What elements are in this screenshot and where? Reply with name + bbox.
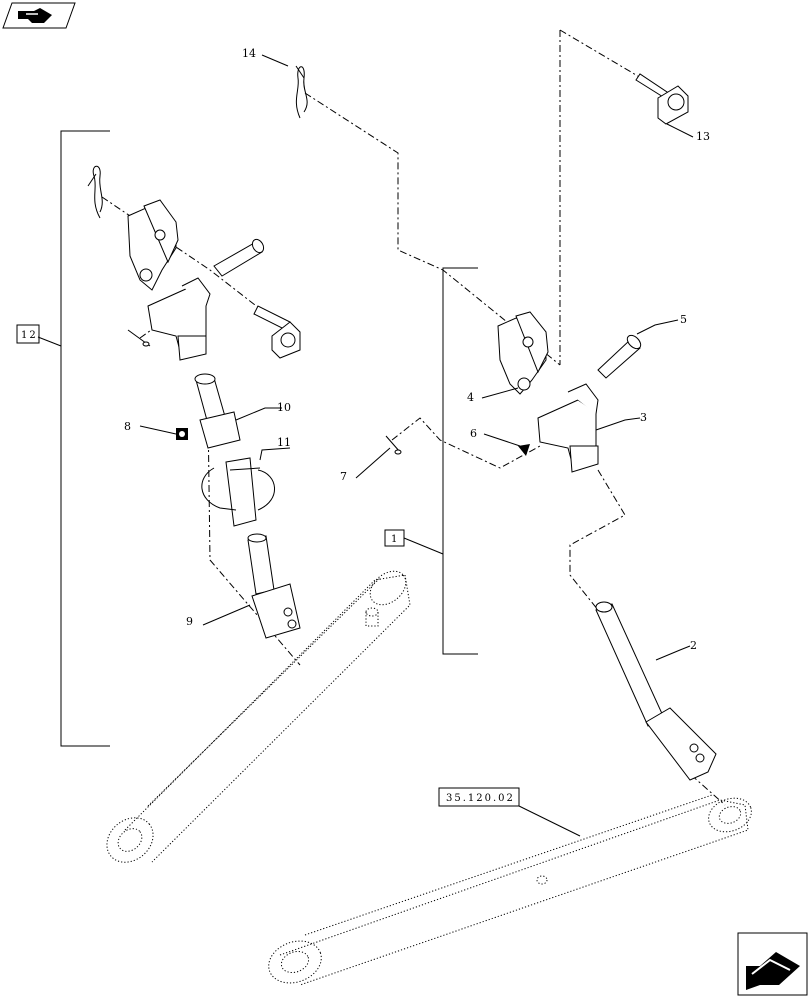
r-clip-left (87, 165, 103, 219)
lower-link-right (268, 794, 752, 986)
callout-10: 10 (277, 401, 291, 414)
threaded-rod-2 (595, 601, 717, 781)
callout-8: 8 (124, 420, 131, 433)
clevis-yoke-left (127, 199, 179, 291)
tube-10 (194, 373, 241, 449)
forked-end-left (147, 277, 211, 361)
callout-2: 2 (690, 639, 697, 652)
next-page-arrow-icon[interactable] (737, 932, 808, 996)
pin-13 (635, 73, 689, 125)
callout-11: 11 (277, 436, 291, 449)
callout-12: 12 (21, 330, 38, 341)
split-pin-left (127, 329, 151, 347)
bracket-group-12: 12 (16, 130, 110, 747)
pin-left (213, 238, 265, 277)
sleeve-11 (201, 457, 275, 527)
split-pin-7 (385, 435, 402, 455)
callout-4: 4 (467, 391, 474, 404)
callout-5: 5 (680, 313, 687, 326)
rod-end-9 (247, 533, 301, 639)
callout-6: 6 (470, 427, 477, 440)
reference-box[interactable]: 35.120.02 (438, 787, 581, 837)
callout-9: 9 (186, 615, 193, 628)
grease-nipple-8 (176, 428, 188, 440)
lower-link-left (106, 570, 411, 863)
bracket-group-1: 1 (384, 267, 478, 655)
clevis-yoke-4 (497, 311, 549, 395)
forked-end-3 (537, 383, 599, 473)
callout-13: 13 (696, 130, 710, 143)
callout-box-1[interactable] (384, 529, 405, 547)
callout-3: 3 (640, 411, 647, 424)
reference-label: 35.120.02 (446, 793, 515, 804)
tab-pin-left (253, 305, 301, 359)
callout-1: 1 (391, 534, 399, 545)
pin-6 (518, 444, 530, 456)
pin-5 (597, 334, 642, 379)
callout-14: 14 (242, 47, 256, 60)
callout-7: 7 (340, 470, 347, 483)
r-clip-14 (295, 65, 308, 119)
callout-box-12[interactable] (16, 324, 40, 344)
book-hand-icon[interactable] (2, 2, 76, 29)
